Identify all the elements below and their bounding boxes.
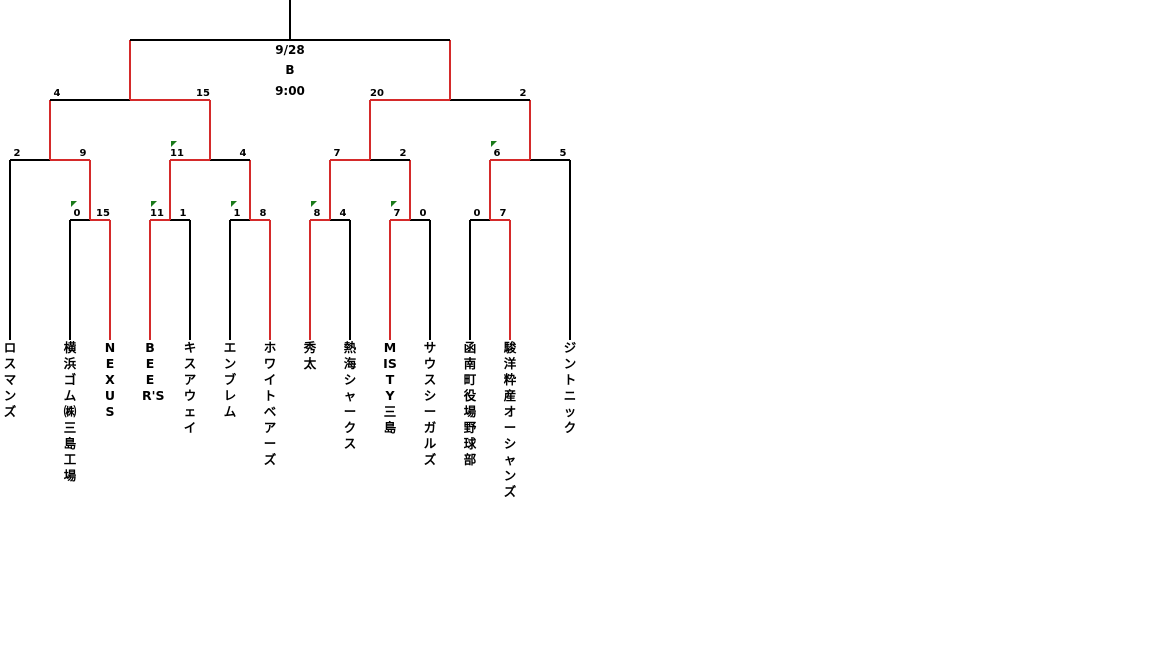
score-label: 0: [420, 208, 427, 219]
final-date: 9/28: [275, 43, 304, 57]
team-name: NEXUS: [104, 340, 116, 419]
score-label: 4: [240, 148, 247, 159]
team-name: サウスシーガルズ: [423, 340, 437, 467]
team-name: キスアウェイ: [183, 340, 197, 435]
team-name: BEER'S: [142, 340, 165, 403]
score-label: 2: [520, 88, 527, 99]
note-flag-icon: [491, 141, 497, 147]
score-label: 2: [14, 148, 21, 159]
score-label: 8: [260, 208, 267, 219]
team-name: 函南町役場野球部: [463, 340, 477, 467]
team-name: ホワイトベアーズ: [263, 340, 277, 467]
team-name: エンブレム: [223, 340, 237, 419]
score-label: 9: [80, 148, 87, 159]
score-label: 6: [494, 148, 501, 159]
note-flag-icon: [171, 141, 177, 147]
final-field: B: [285, 63, 294, 77]
team-name: ロスマンズ: [3, 340, 17, 419]
note-flag-icon: [151, 201, 157, 207]
score-label: 1: [180, 208, 187, 219]
final-time: 9:00: [275, 84, 305, 98]
team-name: 熱海シャークス: [343, 340, 357, 451]
score-label: 1: [234, 208, 241, 219]
score-label: 7: [394, 208, 401, 219]
score-label: 15: [196, 88, 210, 99]
score-label: 4: [54, 88, 61, 99]
score-label: 11: [150, 208, 164, 219]
score-label: 7: [334, 148, 341, 159]
team-name: 横浜ゴム㈱三島工場: [63, 340, 77, 483]
note-flag-icon: [231, 201, 237, 207]
team-name: 駿洋粋産オーシャンズ: [503, 340, 517, 499]
score-label: 11: [170, 148, 184, 159]
note-flag-icon: [391, 201, 397, 207]
note-flag-icon: [311, 201, 317, 207]
score-label: 7: [500, 208, 507, 219]
score-label: 0: [474, 208, 481, 219]
score-label: 2: [400, 148, 407, 159]
score-label: 8: [314, 208, 321, 219]
team-name: ジントニック: [563, 340, 577, 435]
score-label: 4: [340, 208, 347, 219]
score-label: 20: [370, 88, 384, 99]
team-name: MISTY三島: [383, 340, 397, 435]
score-label: 0: [74, 208, 81, 219]
team-name: 秀太: [303, 340, 317, 371]
note-flag-icon: [71, 201, 77, 207]
score-label: 15: [96, 208, 110, 219]
score-label: 5: [560, 148, 567, 159]
